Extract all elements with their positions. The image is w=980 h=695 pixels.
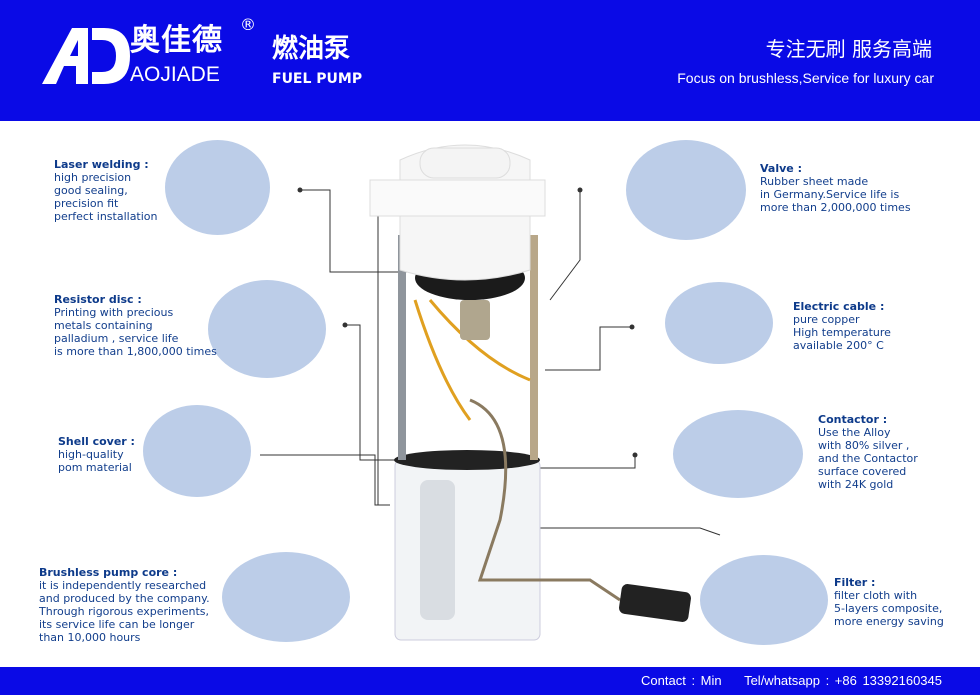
feature-line: high precision	[54, 171, 132, 184]
feature-line: with 80% silver ,	[818, 439, 910, 452]
feature-line: its service life can be longer	[39, 618, 195, 631]
feature-line: palladium , service life	[54, 332, 179, 345]
feature-filter: Filter : filter cloth with 5-layers comp…	[834, 576, 944, 628]
feature-line: perfect installation	[54, 210, 158, 223]
feature-title: Laser welding :	[54, 158, 149, 171]
brand-name-en: AOJIADE	[130, 63, 220, 86]
feature-line: Use the Alloy	[818, 426, 891, 439]
slogan-cn: 专注无刷 服务高端	[765, 37, 932, 61]
feature-line: Rubber sheet made	[760, 175, 869, 188]
shell-cover-image	[143, 405, 251, 497]
feature-line: and produced by the company.	[39, 592, 210, 605]
registered-mark: ®	[240, 15, 256, 34]
feature-title: Electric cable :	[793, 300, 885, 313]
feature-line: in Germany.Service life is	[760, 188, 900, 201]
feature-title: Brushless pump core :	[39, 566, 178, 579]
feature-line: 5-layers composite,	[834, 602, 943, 615]
feature-line: it is independently researched	[39, 579, 207, 592]
feature-shell-cover: Shell cover : high-quality pom material	[58, 435, 135, 474]
laser-welding-image	[165, 140, 270, 235]
feature-line: metals containing	[54, 319, 153, 332]
aojiade-logo-icon	[42, 28, 130, 84]
feature-line: pure copper	[793, 313, 860, 326]
feature-laser-welding: Laser welding : high precision good seal…	[54, 158, 158, 223]
feature-electric-cable: Electric cable : pure copper High temper…	[793, 300, 891, 352]
feature-line: pom material	[58, 461, 132, 474]
feature-line: available 200° C	[793, 339, 884, 352]
feature-line: more than 2,000,000 times	[760, 201, 911, 214]
feature-line: High temperature	[793, 326, 891, 339]
feature-line: Printing with precious	[54, 306, 174, 319]
feature-title: Shell cover :	[58, 435, 135, 448]
feature-title: Contactor :	[818, 413, 888, 426]
feature-line: precision fit	[54, 197, 119, 210]
feature-contactor: Contactor : Use the Alloy with 80% silve…	[818, 413, 918, 491]
feature-line: and the Contactor	[818, 452, 918, 465]
feature-title: Valve :	[760, 162, 802, 175]
contact-info: Contact : Min Tel/whatsapp : +86 1339216…	[641, 673, 942, 689]
contactor-image	[673, 410, 803, 498]
product-name-cn: 燃油泵	[272, 34, 351, 64]
feature-line: than 10,000 hours	[39, 631, 141, 644]
contact-phone: Tel/whatsapp : +86 13392160345	[744, 673, 942, 688]
product-name-en: FUEL PUMP	[272, 71, 363, 87]
feature-line: Through rigorous experiments,	[39, 605, 210, 618]
feature-line: more energy saving	[834, 615, 944, 628]
feature-line: with 24K gold	[818, 478, 894, 491]
feature-line: high-quality	[58, 448, 124, 461]
contact-name: Contact : Min	[641, 673, 722, 688]
feature-line: surface covered	[818, 465, 907, 478]
feature-line: good sealing,	[54, 184, 128, 197]
resistor-disc-image	[208, 280, 326, 378]
feature-title: Filter :	[834, 576, 876, 589]
feature-resistor-disc: Resistor disc : Printing with precious m…	[54, 293, 217, 358]
feature-valve: Valve : Rubber sheet made in Germany.Ser…	[760, 162, 911, 214]
feature-title: Resistor disc :	[54, 293, 142, 306]
pump-core-image	[222, 552, 350, 642]
feature-brushless-pump-core: Brushless pump core : it is independentl…	[39, 566, 210, 644]
footer-bar: Contact : Min Tel/whatsapp : +86 1339216…	[0, 667, 980, 695]
valve-image	[626, 140, 746, 240]
slogan-en: Focus on brushless,Service for luxury ca…	[677, 70, 934, 86]
feature-line: filter cloth with	[834, 589, 918, 602]
electric-cable-image	[665, 282, 773, 364]
feature-line: is more than 1,800,000 times	[54, 345, 217, 358]
header-banner: 奥佳德 ® AOJIADE 燃油泵 FUEL PUMP 专注无刷 服务高端 Fo…	[0, 0, 980, 121]
filter-image	[700, 555, 828, 645]
brand-name-cn: 奥佳德	[130, 23, 223, 58]
